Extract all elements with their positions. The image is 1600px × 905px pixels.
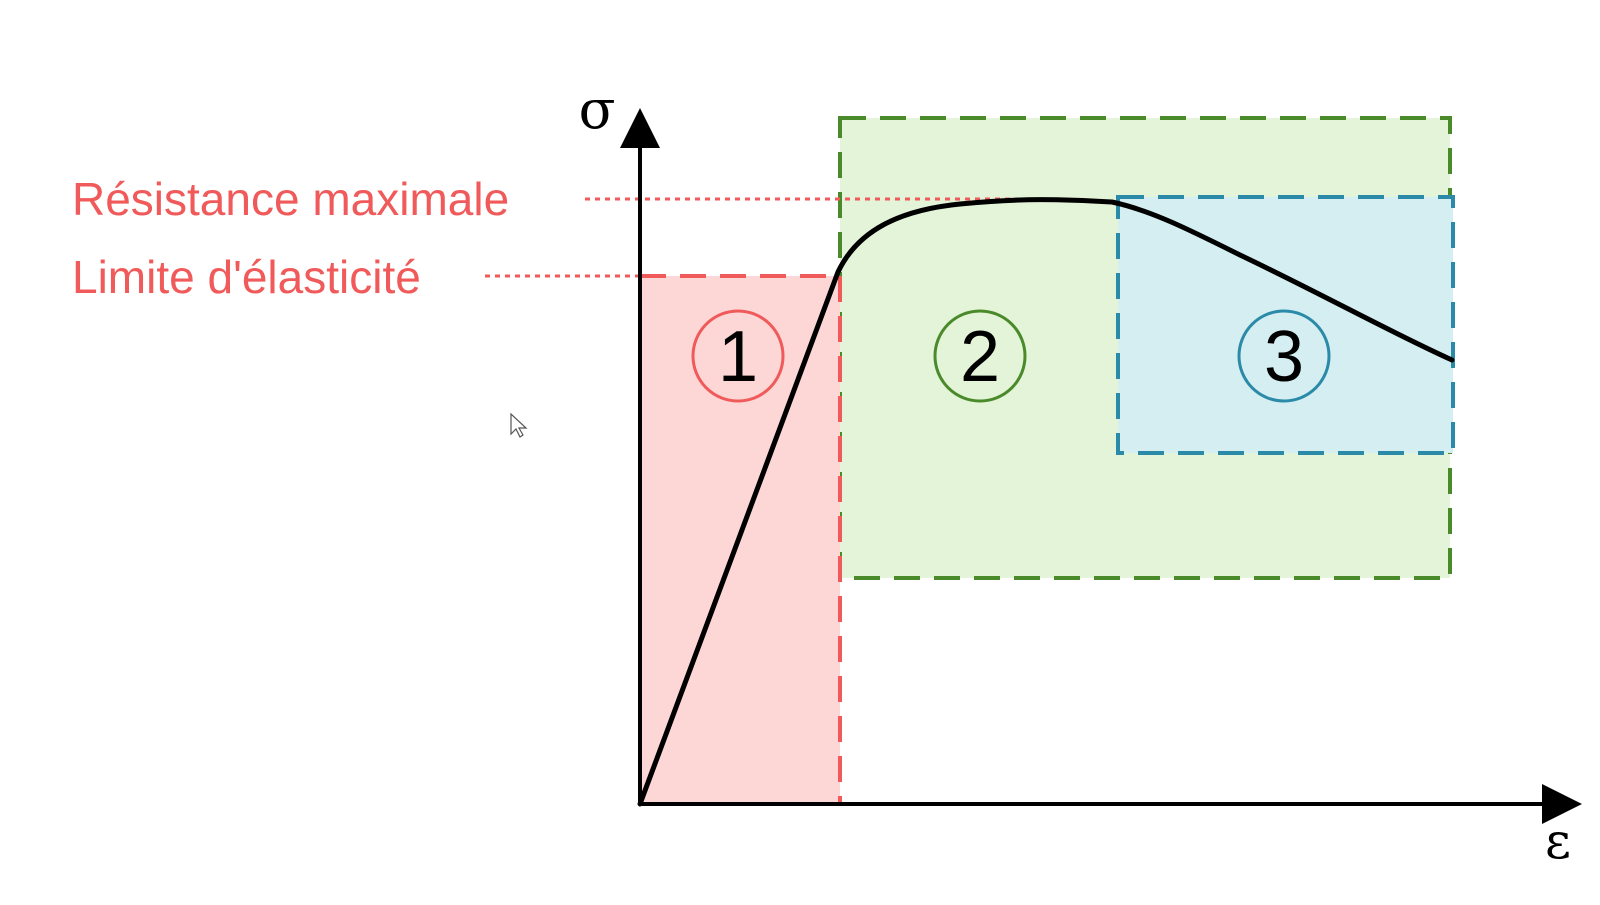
ultimate-strength-label: Résistance maximale <box>72 173 509 225</box>
stress-strain-curve <box>637 197 1455 807</box>
x-axis-symbol: ε <box>1545 812 1571 870</box>
zone-3-number: 3 <box>1264 317 1304 397</box>
zone-1-border <box>640 274 842 804</box>
zone-3-region <box>1116 195 1455 455</box>
zone-2-badge: 2 <box>933 309 1027 403</box>
cursor-arrow-icon <box>510 412 528 438</box>
zone-1-badge: 1 <box>691 309 785 403</box>
y-axis-symbol: σ <box>579 78 616 141</box>
zone-2-number: 2 <box>960 317 1000 397</box>
zone-1-number: 1 <box>718 317 758 397</box>
yield-strength-label: Limite d'élasticité <box>72 251 421 303</box>
zone-3-badge: 3 <box>1237 309 1331 403</box>
